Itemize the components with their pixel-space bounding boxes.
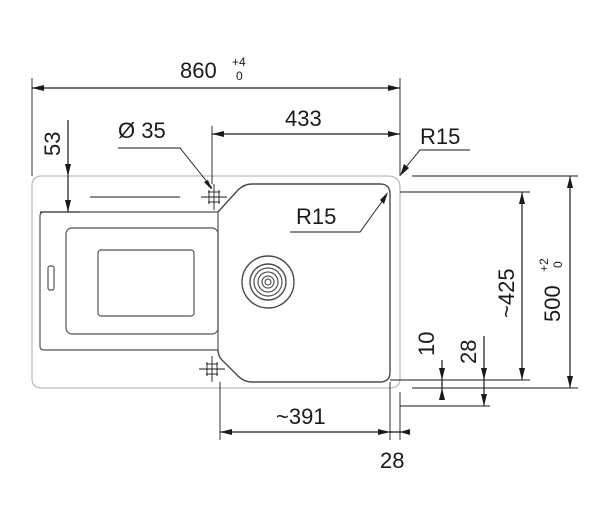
- bowl-depth-label: ~425: [494, 268, 519, 318]
- drain-strainer: [241, 255, 295, 309]
- bowl-radius-label: R15: [296, 204, 336, 229]
- right-margin-label: 28: [380, 448, 404, 473]
- bowl-width-label: 433: [285, 106, 322, 131]
- outer-radius-label: R15: [420, 124, 460, 149]
- drainer-outline: [39, 211, 219, 351]
- front-margin-b-label: 28: [456, 340, 481, 364]
- drainer-slot: [47, 265, 55, 291]
- tap-hole-bottom: [199, 356, 225, 382]
- overall-depth-tol-upper: +2: [537, 258, 551, 272]
- bowl-bottom-width-label: ~391: [276, 404, 326, 429]
- tap-hole-label: Ø 35: [118, 118, 166, 143]
- overall-width-label: 860: [180, 58, 217, 83]
- bowl-outline: [217, 183, 391, 383]
- overall-depth-label: 500: [540, 285, 565, 322]
- drainer-inner-edge: [65, 227, 219, 335]
- overall-depth-tol-lower: 0: [551, 261, 565, 268]
- overall-width-tol-upper: +4: [232, 55, 246, 69]
- drainer-recess: [97, 249, 195, 317]
- overall-width-tol-lower: 0: [236, 69, 243, 83]
- front-margin-a-label: 10: [414, 332, 439, 356]
- tap-hole-top: [201, 184, 227, 210]
- sink-outline: [31, 175, 401, 389]
- drainer-offset-label: 53: [40, 132, 65, 156]
